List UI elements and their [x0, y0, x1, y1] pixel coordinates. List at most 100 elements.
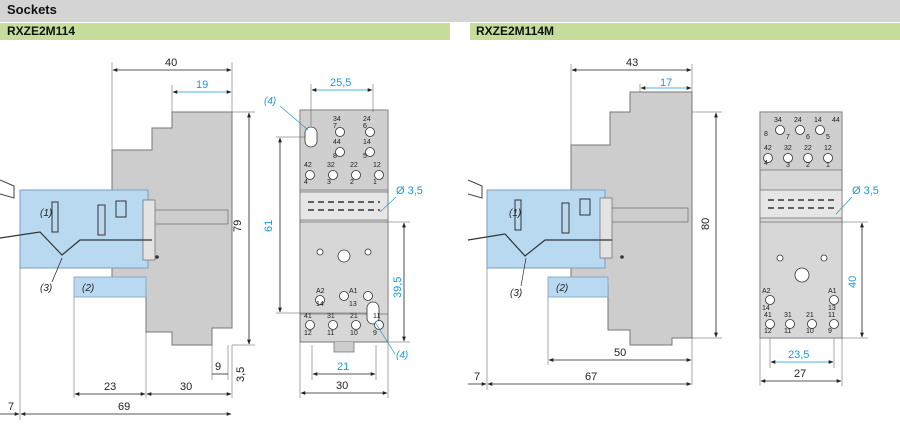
dim-hole-3-5: Ø 3,5	[396, 185, 423, 197]
lower-terminals	[305, 291, 384, 330]
svg-text:13: 13	[828, 305, 836, 312]
callout-2: (2)	[82, 283, 94, 294]
svg-text:A2: A2	[762, 288, 771, 295]
right-lower-terminals	[765, 295, 839, 329]
svg-text:31: 31	[784, 312, 792, 319]
svg-text:1: 1	[826, 162, 830, 169]
dim-43: 43	[626, 57, 638, 69]
dim-9: 9	[215, 361, 221, 373]
svg-text:8: 8	[764, 131, 768, 138]
svg-text:12: 12	[824, 145, 832, 152]
callout-2-right: (2)	[556, 283, 568, 294]
dim-25-5: 25,5	[330, 77, 351, 89]
svg-text:41: 41	[304, 313, 312, 320]
dim-30-front: 30	[336, 380, 348, 392]
dim-50: 50	[614, 347, 626, 359]
svg-text:31: 31	[327, 313, 335, 320]
svg-text:44: 44	[832, 117, 840, 124]
left-front-view: 34 24 7 6 44 14 8 5 42 32 22 12 4 3 2 1	[263, 77, 423, 398]
upper-pin-labels: 34 24 7 6 44 14 8 5 42 32 22 12 4 3 2 1	[304, 116, 381, 186]
dim-69: 69	[118, 401, 130, 413]
dim-40-right: 40	[847, 276, 859, 288]
right-side-view: (1) (2) (3) 43 17 80 50	[467, 57, 722, 390]
svg-text:9: 9	[373, 330, 377, 337]
svg-text:42: 42	[764, 145, 772, 152]
svg-text:7: 7	[333, 123, 337, 130]
svg-text:24: 24	[363, 116, 371, 123]
callout-4-top: (4)	[264, 96, 276, 107]
model-label-right: RXZE2M114M	[476, 24, 555, 38]
dim-39-5: 39,5	[392, 277, 404, 298]
dim-67: 67	[585, 371, 597, 383]
svg-text:14: 14	[762, 305, 770, 312]
dim-23-5: 23,5	[788, 349, 809, 361]
svg-text:8: 8	[333, 153, 337, 160]
svg-text:14: 14	[316, 301, 324, 308]
svg-text:10: 10	[806, 328, 814, 335]
dim-7-right: 7	[474, 371, 480, 383]
svg-text:12: 12	[764, 328, 772, 335]
dim-17: 17	[660, 77, 672, 89]
svg-text:4: 4	[304, 179, 308, 186]
dim-80: 80	[700, 218, 712, 230]
callout-1-right: (1)	[509, 208, 521, 219]
svg-text:4: 4	[764, 160, 768, 167]
svg-text:2: 2	[350, 179, 354, 186]
dim-61: 61	[263, 220, 275, 232]
svg-text:1: 1	[373, 179, 377, 186]
svg-text:44: 44	[333, 139, 341, 146]
svg-text:24: 24	[794, 117, 802, 124]
svg-text:32: 32	[784, 145, 792, 152]
dim-27: 27	[794, 368, 806, 380]
svg-text:12: 12	[373, 162, 381, 169]
callout-3: (3)	[40, 283, 52, 294]
svg-text:42: 42	[304, 162, 312, 169]
right-front-view: 34 24 14 8 7 6 5 44 4 42 32 22 12 3 2 1	[759, 111, 879, 386]
svg-text:5: 5	[826, 134, 830, 141]
svg-text:9: 9	[828, 328, 832, 335]
callout-3-right: (3)	[510, 288, 522, 299]
dim-23: 23	[104, 381, 116, 393]
svg-text:13: 13	[349, 301, 357, 308]
svg-text:3: 3	[786, 162, 790, 169]
left-side-view: (1) (2) (3) 40 19 79 9 3,5	[0, 57, 255, 420]
section-title: Sockets	[7, 2, 57, 17]
dim-79: 79	[232, 220, 244, 232]
svg-text:32: 32	[327, 162, 335, 169]
svg-text:34: 34	[774, 117, 782, 124]
svg-text:11: 11	[327, 330, 334, 337]
callout-4-bottom: (4)	[396, 350, 408, 361]
dim-21: 21	[337, 361, 349, 373]
dim-3-5: 3,5	[235, 367, 247, 382]
model-bar-left	[0, 23, 450, 40]
svg-text:22: 22	[804, 145, 812, 152]
dim-30-side: 30	[180, 381, 192, 393]
svg-text:22: 22	[350, 162, 358, 169]
dim-19: 19	[196, 79, 208, 91]
svg-text:11: 11	[784, 328, 791, 335]
lower-pin-labels: A2 A1 14 13 41 31 21 11 12 11 10 9	[304, 288, 380, 337]
svg-text:3: 3	[327, 179, 331, 186]
svg-text:2: 2	[806, 162, 810, 169]
svg-text:14: 14	[363, 139, 371, 146]
section-header-bar	[0, 0, 900, 22]
svg-text:A2: A2	[316, 288, 325, 295]
svg-text:5: 5	[363, 153, 367, 160]
svg-text:41: 41	[764, 312, 772, 319]
dim-hole-3-5-right: Ø 3,5	[852, 185, 879, 197]
svg-text:10: 10	[350, 330, 358, 337]
right-lower-pin-labels: A2 A1 14 13 41 31 21 11 12 11 10 9	[762, 288, 837, 335]
svg-text:11: 11	[373, 313, 380, 320]
svg-text:21: 21	[806, 312, 814, 319]
svg-text:7: 7	[786, 134, 790, 141]
upper-terminals	[305, 127, 384, 180]
svg-text:34: 34	[333, 116, 341, 123]
svg-text:6: 6	[806, 134, 810, 141]
svg-text:11: 11	[828, 312, 835, 319]
svg-text:6: 6	[363, 123, 367, 130]
callout-1: (1)	[40, 208, 52, 219]
right-upper-pin-labels: 34 24 14 8 7 6 5 44 4 42 32 22 12 3 2 1	[764, 117, 840, 169]
svg-text:A1: A1	[828, 288, 837, 295]
